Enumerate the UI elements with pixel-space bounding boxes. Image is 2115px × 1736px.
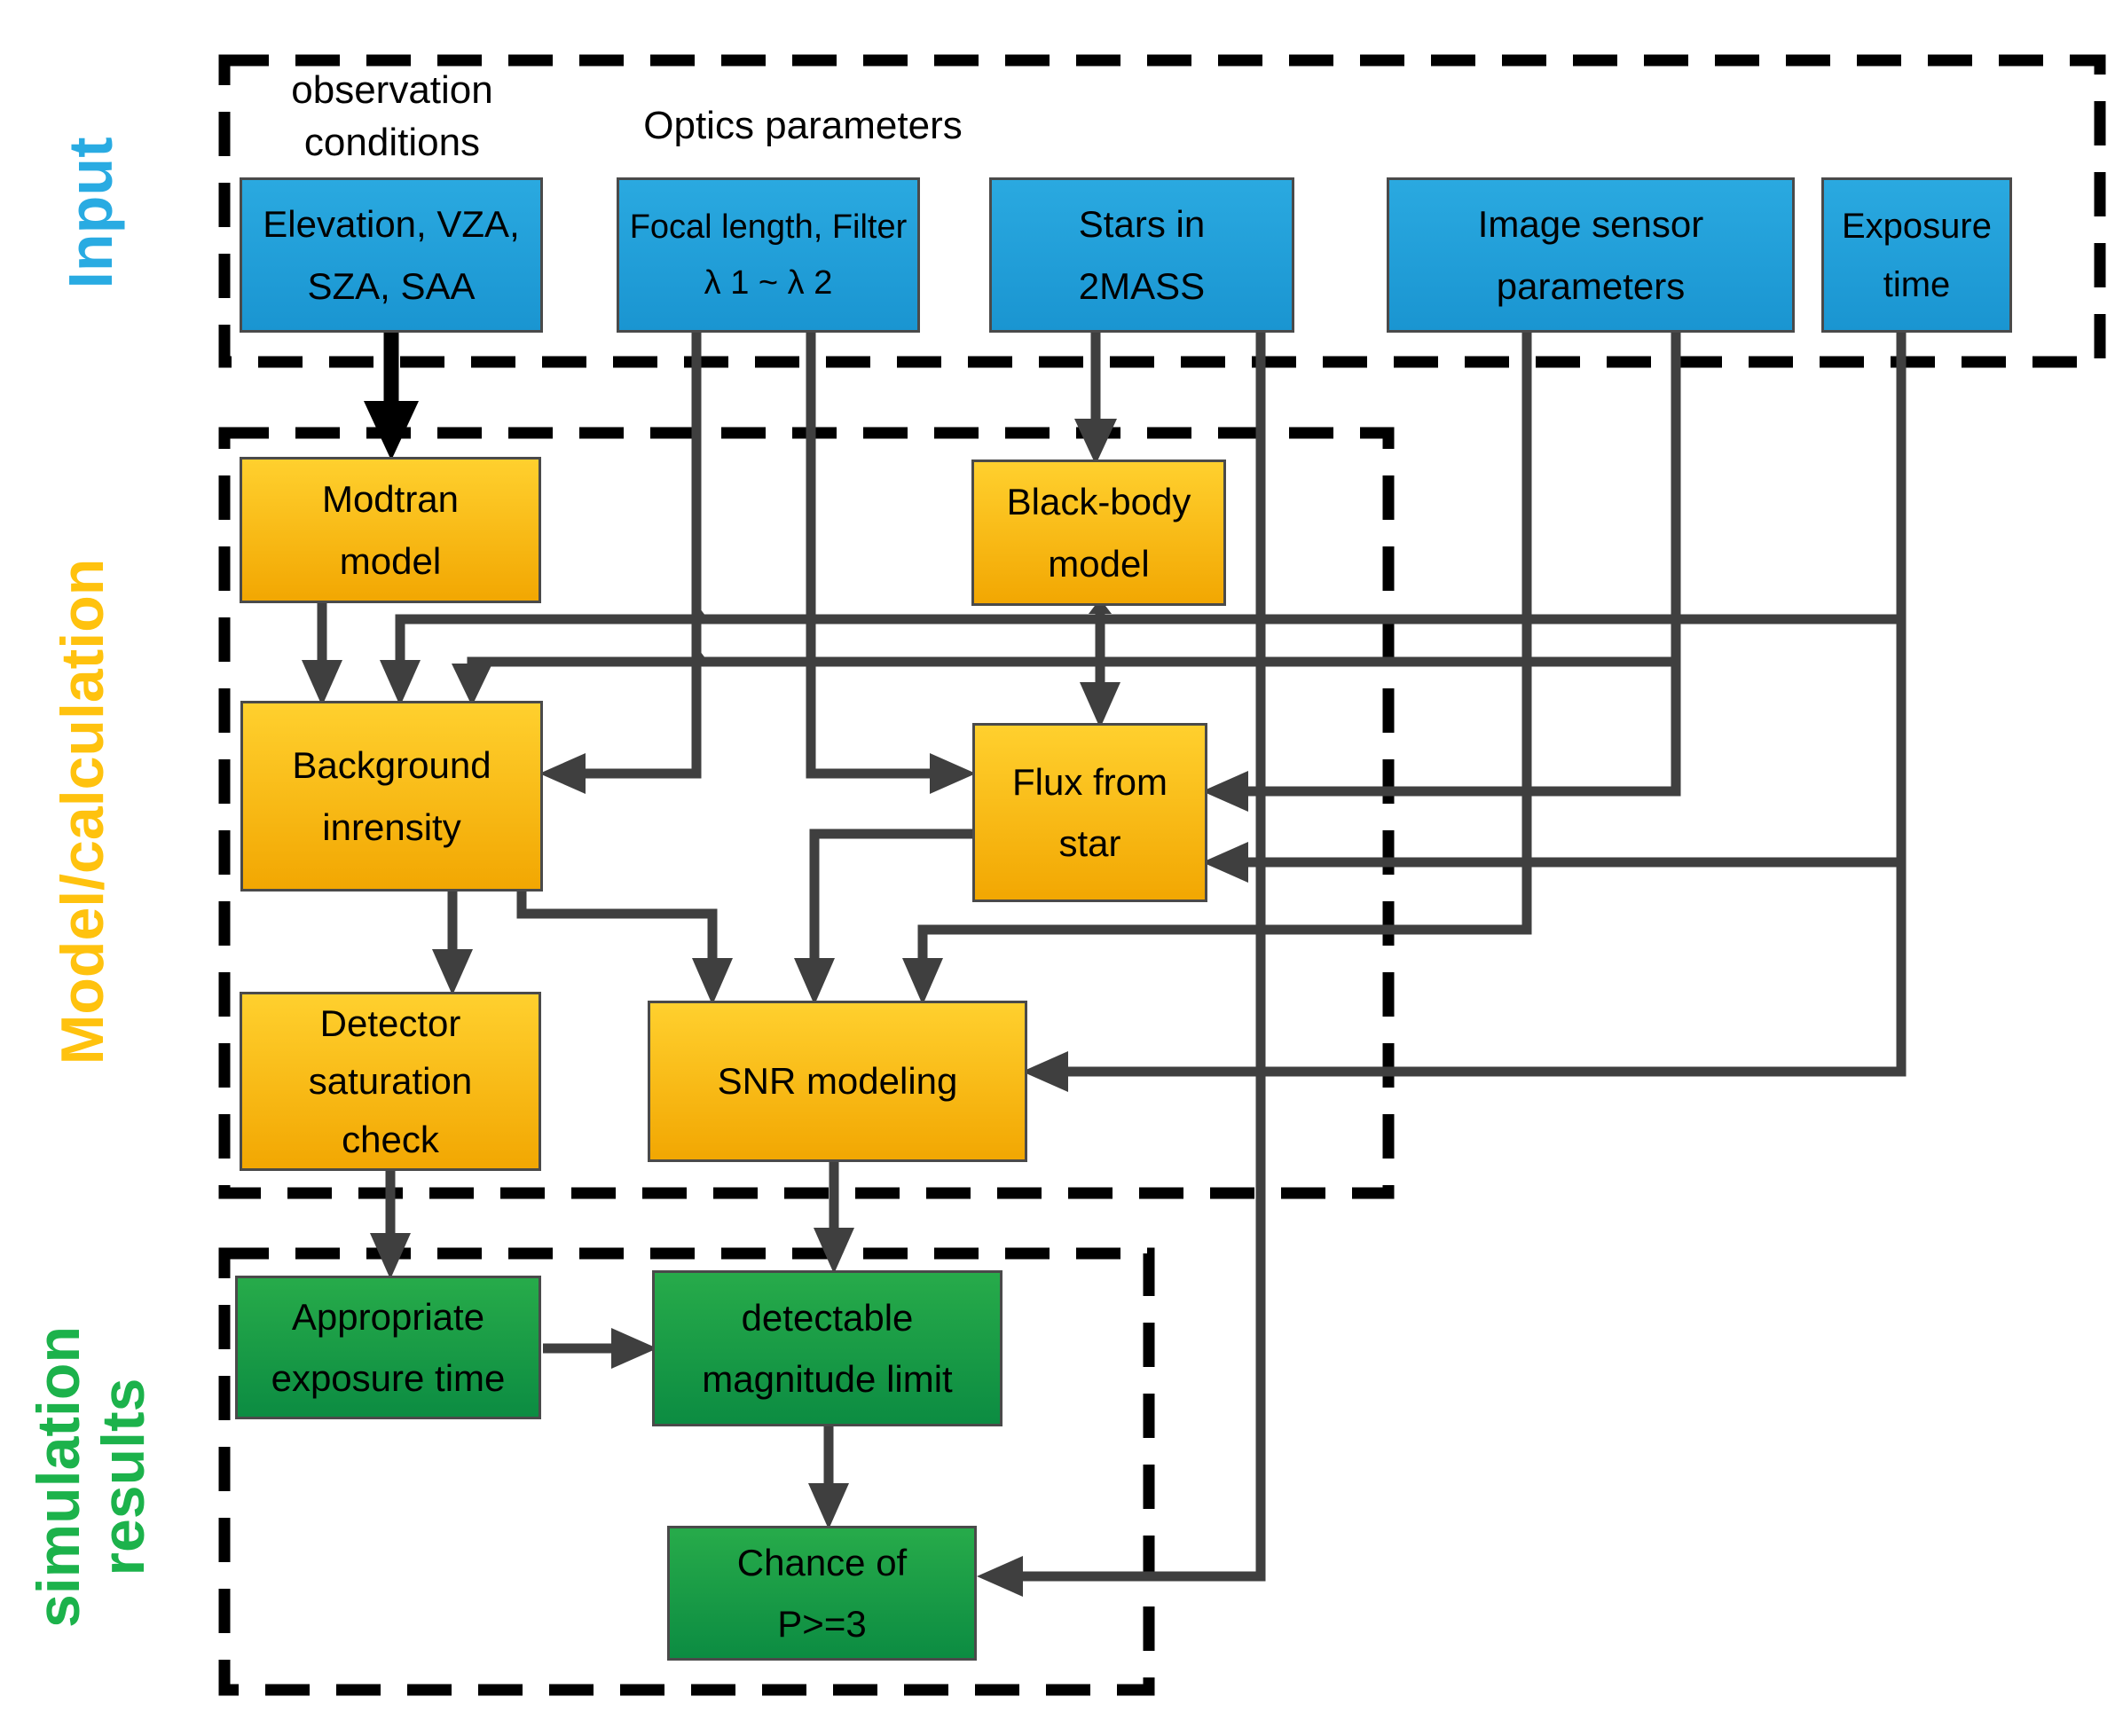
node-label-line: Black-body (1006, 481, 1191, 523)
label-optics-parameters: Optics parameters (643, 104, 963, 147)
caption-line: conditions (303, 121, 481, 165)
arrowhead-snr-to-detectable (814, 1228, 854, 1274)
node-label-line: exposure time (271, 1357, 506, 1399)
arrowhead-appropriate-to-detectable (611, 1328, 657, 1369)
section-label-input: Input (56, 137, 125, 289)
node-detectable-magnitude-limit: detectable magnitude limit (652, 1270, 1002, 1426)
results-section-border (218, 1247, 1155, 1696)
section-label-model-calculation: Model/calculation (49, 558, 116, 1065)
node-modtran-model: Modtran model (240, 457, 541, 603)
arrowhead-elevation-to-modtran (364, 401, 419, 460)
arrowhead-focal-to-background (539, 753, 586, 794)
node-label-line: λ 1 ~ λ 2 (704, 263, 833, 302)
node-label-line: detectable (741, 1296, 914, 1339)
node-label-line: Appropriate (291, 1295, 485, 1338)
node-label-line: Elevation, VZA, (263, 203, 520, 246)
input-section-border (218, 54, 2106, 368)
node-elevation-vza-sza-saa: Elevation, VZA, SZA, SAA (240, 177, 543, 333)
arrow-imgsensor-to-flux (1248, 328, 1681, 797)
arrowhead-exposure-to-snr (1022, 1051, 1068, 1092)
arrowhead-stars-to-chance (977, 1556, 1023, 1597)
arrowhead-modtran-to-background (302, 660, 342, 706)
node-label-line: magnitude limit (702, 1358, 953, 1400)
section-label-simulation-results: simulation results (25, 1325, 158, 1629)
node-label-line: SZA, SAA (307, 264, 476, 307)
arrowhead-exposure-to-flux (1202, 842, 1248, 883)
arrowhead-flux-to-snr (794, 958, 835, 1005)
node-label-line: model (339, 539, 442, 582)
arrowhead-focal-to-flux (930, 753, 976, 794)
node-label-line: Focal length, Filter (629, 208, 908, 246)
node-label-line: inrensity (322, 805, 461, 848)
arrow-background-to-snr (516, 892, 718, 958)
label-observation-conditions: observation conditions (232, 64, 552, 169)
caption-line: observation (291, 68, 493, 112)
node-label-line: Image sensor (1477, 203, 1704, 246)
node-label-line: saturation (308, 1060, 473, 1103)
arrowhead-background-to-snr (692, 958, 733, 1005)
node-label-line: Detector (319, 1002, 461, 1045)
node-label-line: check (342, 1118, 439, 1160)
node-exposure-time: Exposure time (1821, 177, 2012, 333)
arrow-flux-to-snr (809, 829, 972, 958)
arrowhead-stars-to-blackbody (1074, 419, 1117, 465)
node-detector-saturation-check: Detector saturation check (240, 992, 541, 1171)
node-label-line: parameters (1496, 264, 1686, 307)
arrow-imgsensor-to-snr (917, 328, 1532, 958)
node-appropriate-exposure-time: Appropriate exposure time (235, 1276, 541, 1419)
node-label-line: SNR modeling (717, 1060, 958, 1103)
node-label-line: Flux from (1011, 760, 1168, 803)
arrowhead-blackbody-to-flux (1080, 682, 1120, 728)
arrow-exposure-to-background (395, 614, 1901, 660)
node-focal-length-filter: Focal length, Filter λ 1 ~ λ 2 (617, 177, 920, 333)
node-image-sensor-parameters: Image sensor parameters (1387, 177, 1795, 333)
node-label-line: Background (292, 744, 491, 787)
node-label-line: P>=3 (777, 1603, 867, 1645)
arrow-focal-to-background (586, 328, 702, 779)
junction-ticks (688, 599, 1687, 1076)
arrowhead-detector-to-appropriate (370, 1233, 411, 1279)
arrowhead-exposure-to-background (380, 660, 421, 706)
node-label-line: Stars in (1078, 203, 1206, 246)
arrowhead-detectable-to-chance (808, 1483, 849, 1529)
node-label-line: Exposure (1842, 206, 1992, 246)
node-snr-modeling: SNR modeling (648, 1001, 1027, 1162)
node-label-line: 2MASS (1078, 264, 1206, 307)
node-label-line: star (1058, 822, 1121, 864)
node-background-intensity: Background inrensity (240, 701, 543, 892)
arrow-stars-to-chance (1023, 328, 1266, 1582)
node-stars-in-2mass: Stars in 2MASS (989, 177, 1294, 333)
arrow-exposure-to-snr (1068, 328, 1907, 1077)
node-label-line: time (1883, 264, 1951, 304)
arrow-imgsensor-to-background (467, 656, 1676, 667)
node-chance-of-p3: Chance of P>=3 (667, 1526, 977, 1661)
arrowhead-imgsensor-to-background (452, 664, 492, 706)
arrow-focal-to-flux (806, 328, 930, 779)
node-label-line: Chance of (736, 1541, 908, 1583)
node-label-line: model (1048, 542, 1150, 585)
arrowhead-imgsensor-to-flux (1202, 771, 1248, 812)
node-label-line: Modtran (321, 478, 460, 521)
arrowhead-background-to-detector (432, 949, 473, 995)
arrowhead-imgsensor-to-snr (902, 958, 943, 1005)
node-black-body-model: Black-body model (971, 460, 1226, 606)
node-flux-from-star: Flux from star (972, 723, 1207, 902)
